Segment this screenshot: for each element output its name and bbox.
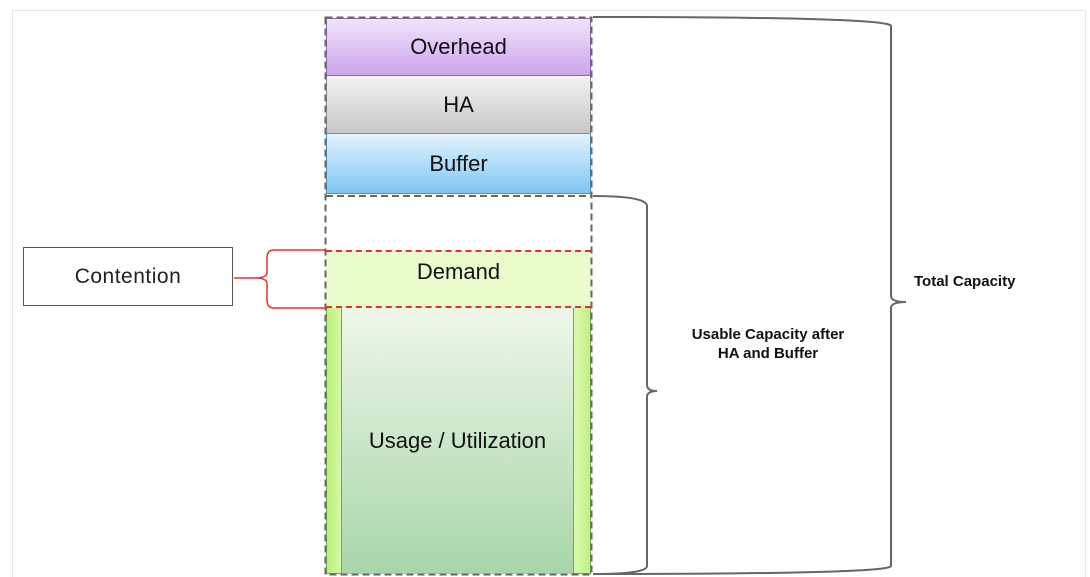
- usage-layer: Usage / Utilization: [341, 308, 574, 574]
- usage-label: Usage / Utilization: [368, 428, 547, 453]
- usable-capacity-label: Usable Capacity after HA and Buffer: [691, 326, 845, 362]
- ha-layer: HA: [326, 76, 591, 134]
- total-capacity-label: Total Capacity: [914, 273, 1016, 290]
- demand-layer: Demand: [326, 250, 591, 308]
- usable-capacity-brace: [592, 195, 658, 575]
- buffer-label: Buffer: [429, 150, 488, 176]
- total-capacity-brace: [592, 16, 907, 575]
- contention-brace: [234, 249, 326, 309]
- overhead-layer: Overhead: [326, 18, 591, 76]
- contention-box: Contention: [23, 247, 233, 306]
- contention-label: Contention: [74, 264, 182, 288]
- overhead-label: Overhead: [410, 34, 507, 59]
- buffer-layer: Buffer: [326, 134, 591, 194]
- diagram-frame: [12, 10, 1086, 577]
- ha-label: HA: [443, 91, 474, 117]
- total-capacity-outline: [324, 16, 593, 576]
- demand-label: Demand: [416, 259, 501, 284]
